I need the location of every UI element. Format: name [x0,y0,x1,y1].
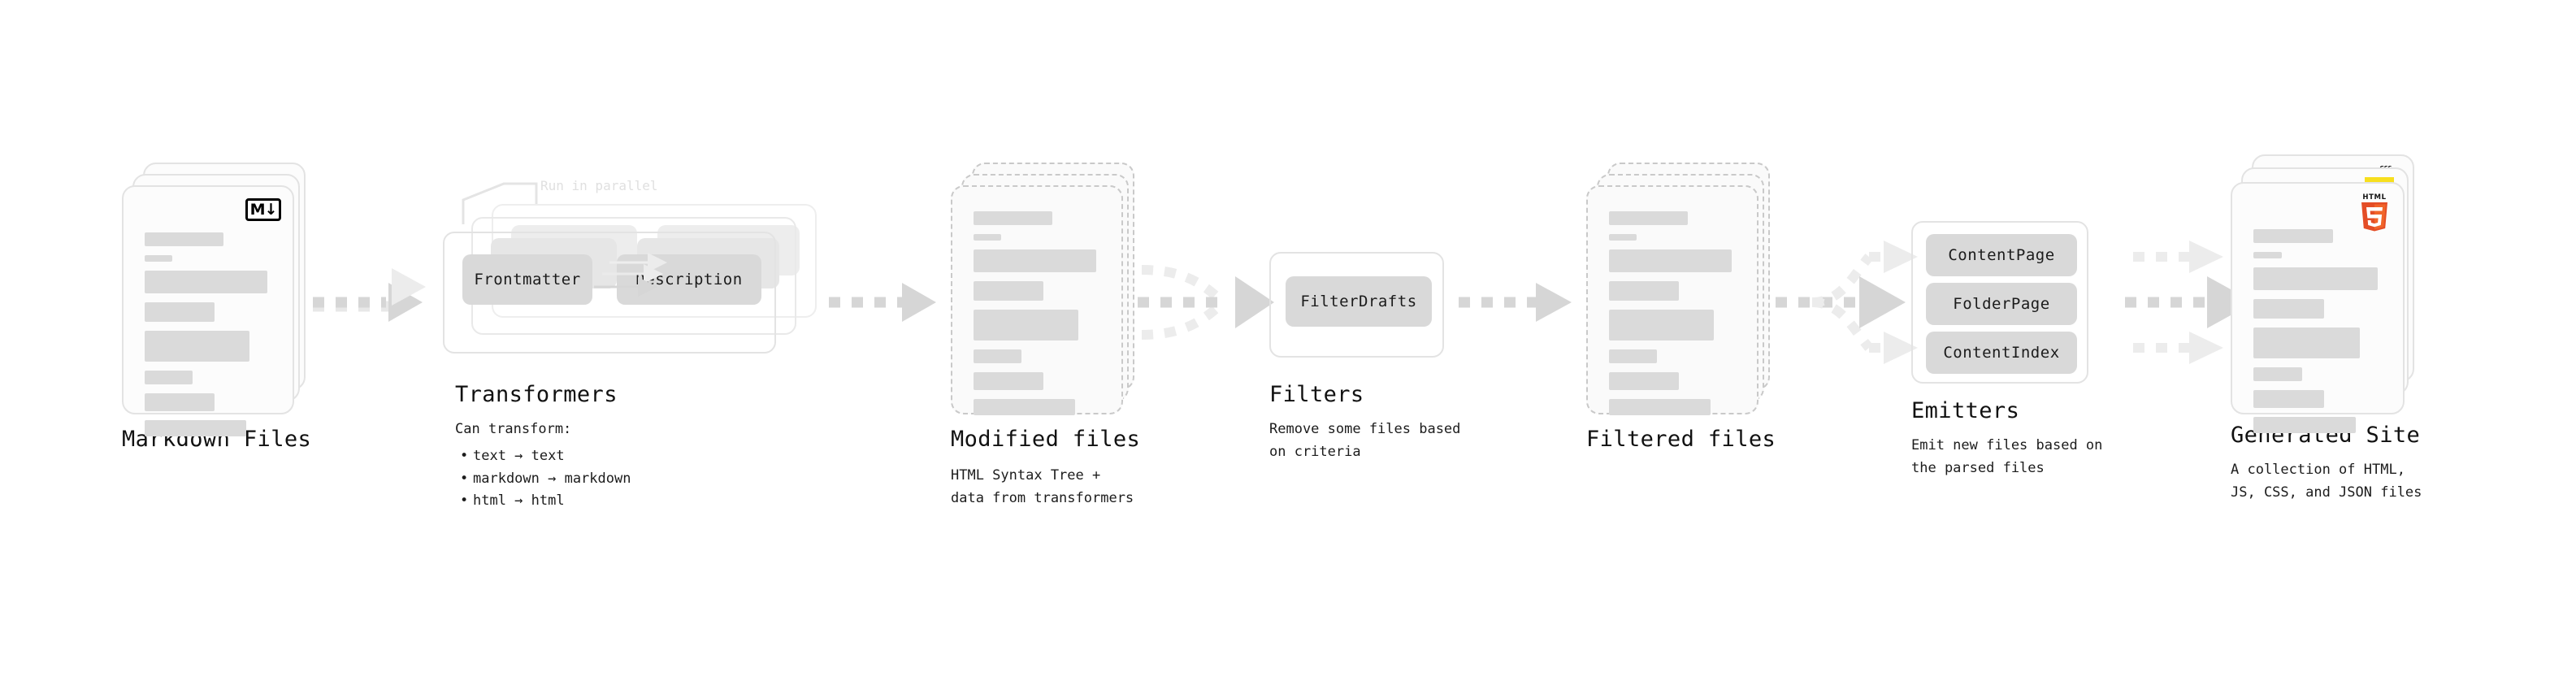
filtered-file-stack [1586,163,1781,415]
connector-markdown-to-transformers [313,268,426,322]
chip-folderpage[interactable]: FolderPage [1926,283,2077,325]
transformers-group: Run in parallel Frontmatter Description [443,178,825,366]
transformer-bullet-label-0: text → text [473,448,565,464]
chip-contentindex[interactable]: ContentIndex [1926,332,2077,374]
chip-contentpage[interactable]: ContentPage [1926,234,2077,276]
markdown-card-front: M↓ [122,185,294,436]
generated-site-file-stack: CSS HTML [2231,154,2442,433]
connector-filtered-to-emitters [1776,241,1918,364]
modified-file-stack [951,163,1146,415]
transformer-bullet-1: •markdown → markdown [460,470,631,487]
caption-sub-emitters: Emit new files based on the parsed files [1911,437,2103,476]
markdown-badge: M↓ [245,198,281,221]
transformer-inner-arrows [594,253,667,297]
filters-group[interactable]: FilterDrafts [1269,252,1444,358]
markdown-file-stack: M↓ [122,163,317,436]
site-skeleton [2253,229,2382,442]
markdown-skeleton [145,232,271,445]
caption-title-transformers: Transformers [455,382,618,407]
transformer-bullet-label-1: markdown → markdown [473,470,631,487]
connector-modified-to-filters [1138,265,1274,340]
caption-sub-modified-files: HTML Syntax Tree + data from transformer… [951,467,1134,506]
modified-skeleton [974,211,1100,424]
connector-transformers-to-modified [829,283,936,322]
filtered-card-front [1586,185,1759,415]
svg-text:HTML: HTML [2362,193,2386,202]
filtered-skeleton [1609,211,1736,424]
caption-sub-transformers: Can transform: [455,421,572,437]
chip-frontmatter[interactable]: Frontmatter [462,254,592,305]
html5-badge-icon: HTML [2361,193,2387,232]
transformer-bullet-label-2: html → html [473,492,565,510]
transformer-bullet-2: •html → html [460,492,565,510]
parallel-annotation: Run in parallel [540,178,658,193]
transformer-bullet-list: •text → text •markdown → markdown •html … [460,445,631,513]
modified-card-front [951,185,1123,415]
site-card-front: HTML [2231,182,2405,433]
transformer-bullet-0: •text → text [460,448,565,464]
caption-title-filtered-files: Filtered files [1586,427,1776,452]
caption-title-filters: Filters [1269,382,1364,407]
caption-title-modified-files: Modified files [951,427,1141,452]
chip-filterdrafts[interactable]: FilterDrafts [1286,276,1432,327]
caption-sub-filters: Remove some files based on criteria [1269,421,1461,460]
connector-filters-to-filtered [1459,283,1572,322]
caption-title-emitters: Emitters [1911,398,2020,423]
caption-sub-generated-site: A collection of HTML, JS, CSS, and JSON … [2231,462,2422,501]
emitters-group[interactable]: ContentPage FolderPage ContentIndex [1911,221,2088,384]
